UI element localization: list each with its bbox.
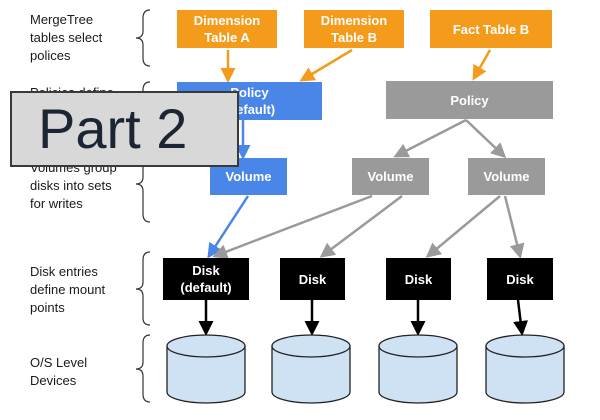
arrow-volume-disk-default xyxy=(207,195,250,259)
volume-default: Volume xyxy=(210,158,287,195)
volume-right: Volume xyxy=(468,158,545,195)
label-volumes: Volumes group disks into sets for writes xyxy=(30,160,117,211)
device-cylinder-3 xyxy=(378,334,458,404)
label-tables: MergeTree tables select polices xyxy=(30,12,103,63)
label-disks: Disk entries define mount points xyxy=(30,264,106,315)
device-cylinder-4 xyxy=(485,334,565,404)
arrow-disk4-device xyxy=(513,299,529,336)
arrow-policy-volume-right xyxy=(465,119,507,159)
arrow-policy-volume-middle xyxy=(393,118,467,158)
arrow-volright-disk4 xyxy=(503,195,525,259)
brace-devices xyxy=(135,334,151,403)
arrow-fact-policy xyxy=(472,49,492,81)
arrow-volmid-disk2 xyxy=(319,195,403,258)
part-banner: Part 2 xyxy=(10,91,239,167)
disk-4: Disk xyxy=(487,258,553,300)
brace-disks xyxy=(135,251,151,326)
arrow-volmid-disk-default xyxy=(212,194,373,259)
arrow-dimb-policy xyxy=(299,48,353,82)
volume-middle: Volume xyxy=(352,158,429,195)
disk-3: Disk xyxy=(386,258,451,300)
fact-table-b: Fact Table B xyxy=(430,10,552,48)
device-cylinder-1 xyxy=(166,334,246,404)
brace-tables xyxy=(135,9,151,67)
arrow-volright-disk3 xyxy=(425,195,501,258)
policy-other: Policy xyxy=(386,81,553,119)
disk-default: Disk(default) xyxy=(163,258,249,300)
label-devices: O/S Level Devices xyxy=(30,355,88,388)
disk-2: Disk xyxy=(280,258,345,300)
device-cylinder-2 xyxy=(271,334,351,404)
